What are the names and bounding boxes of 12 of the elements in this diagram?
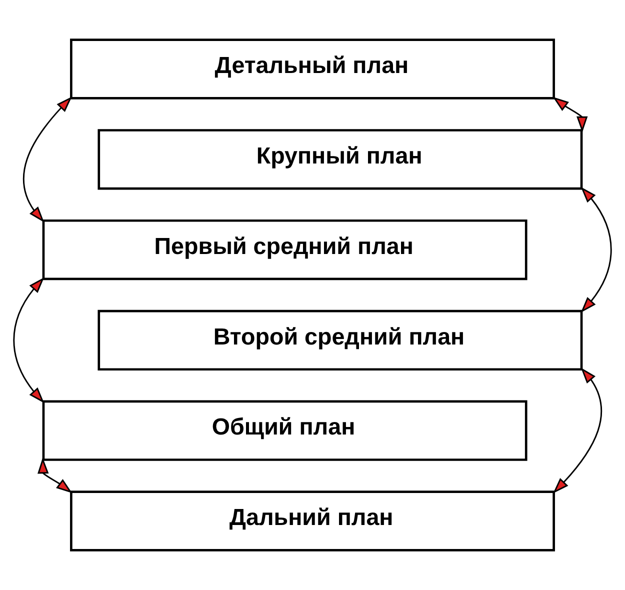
arrow xyxy=(580,186,612,313)
arrow xyxy=(22,96,72,222)
node-box: Первый средний план xyxy=(42,219,528,280)
arrow xyxy=(553,368,602,494)
node-box: Второй средний план xyxy=(98,310,583,371)
arrow xyxy=(13,277,44,404)
node-box: Дальний план xyxy=(70,490,555,552)
node-box: Детальный план xyxy=(70,38,555,100)
node-box: Общий план xyxy=(42,400,528,461)
arrow xyxy=(552,96,588,132)
node-box: Крупный план xyxy=(98,129,583,190)
arrow xyxy=(38,458,72,494)
